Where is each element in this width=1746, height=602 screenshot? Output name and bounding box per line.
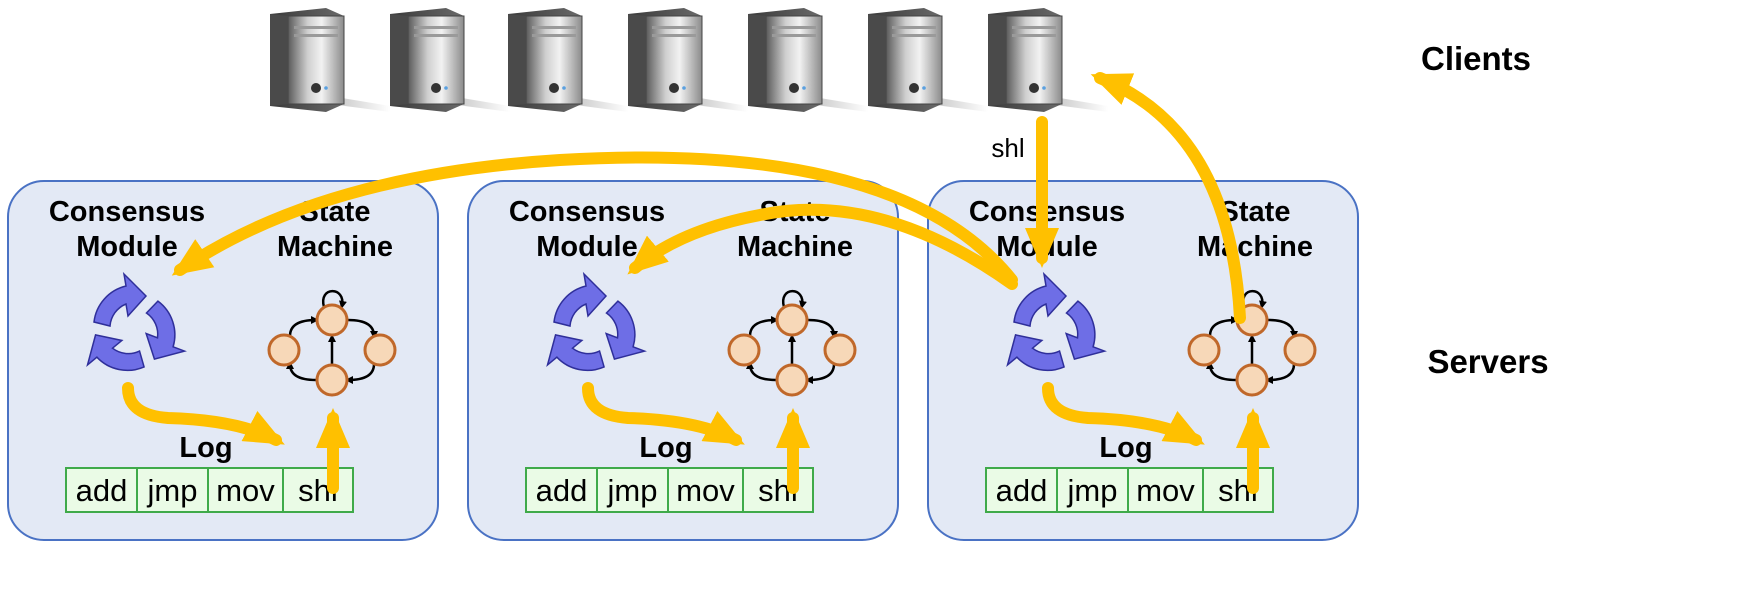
state-node bbox=[315, 303, 349, 337]
log-label: Log bbox=[639, 432, 692, 464]
log-entry-cell bbox=[1127, 467, 1204, 513]
clients-label: Clients bbox=[1421, 40, 1531, 77]
consensus-title-line1: Consensus bbox=[49, 196, 205, 228]
state-node bbox=[267, 333, 301, 367]
state-node bbox=[823, 333, 857, 367]
log-entry-cell bbox=[65, 467, 138, 513]
client-computer-icon bbox=[270, 8, 390, 112]
state-node bbox=[1283, 333, 1317, 367]
state-node bbox=[1187, 333, 1221, 367]
log-entry-text: mov bbox=[676, 473, 735, 508]
state-node bbox=[363, 333, 397, 367]
log-label: Log bbox=[1099, 432, 1152, 464]
consensus-module-icon bbox=[546, 271, 647, 372]
state-machine-graph bbox=[1187, 290, 1317, 397]
state-title-line1: State bbox=[1220, 196, 1291, 228]
client-computer-icon bbox=[508, 8, 628, 112]
state-node bbox=[775, 363, 809, 397]
clients-row bbox=[270, 8, 1108, 112]
log-entry-cell bbox=[667, 467, 744, 513]
consensus-title-line1: Consensus bbox=[509, 196, 665, 228]
log-entry-text: mov bbox=[216, 473, 275, 508]
consensus-title-line2: Module bbox=[76, 231, 178, 263]
state-machine-graph bbox=[727, 290, 857, 397]
consensus-to-log-arrow bbox=[582, 382, 745, 446]
consensus-to-log-arrow bbox=[122, 382, 285, 446]
client-computer-icon bbox=[988, 8, 1108, 112]
log-entry-cell bbox=[1056, 467, 1129, 513]
log-entry-text: jmp bbox=[147, 473, 198, 508]
reply-arrow bbox=[1090, 72, 1246, 324]
state-title-line2: Machine bbox=[277, 231, 393, 263]
log-entry-cell bbox=[207, 467, 284, 513]
request-label: shl bbox=[991, 133, 1024, 163]
servers-label: Servers bbox=[1427, 343, 1548, 380]
log-entry-text: add bbox=[996, 473, 1048, 508]
log-entry-cell bbox=[282, 467, 354, 513]
log-entry-text: mov bbox=[1136, 473, 1195, 508]
log-entry-cell bbox=[1202, 467, 1274, 513]
log-entry-text: add bbox=[536, 473, 588, 508]
log-entry-text: add bbox=[76, 473, 128, 508]
state-title-line2: Machine bbox=[1197, 231, 1313, 263]
state-node bbox=[315, 363, 349, 397]
client-computer-icon bbox=[628, 8, 748, 112]
state-node bbox=[775, 303, 809, 337]
consensus-module-icon bbox=[1006, 271, 1107, 372]
consensus-to-log-arrow bbox=[1042, 382, 1205, 446]
log-entry-text: jmp bbox=[1067, 473, 1118, 508]
state-node bbox=[727, 333, 761, 367]
log-entry-cell bbox=[525, 467, 598, 513]
state-title-line2: Machine bbox=[737, 231, 853, 263]
state-node bbox=[1235, 363, 1269, 397]
client-computer-icon bbox=[390, 8, 510, 112]
log-label: Log bbox=[179, 432, 232, 464]
state-machine-graph bbox=[267, 290, 397, 397]
log-entry-cell bbox=[742, 467, 814, 513]
replicate-to-server-1-arrow bbox=[171, 151, 1018, 286]
consensus-module-icon bbox=[86, 271, 187, 372]
client-computer-icon bbox=[748, 8, 868, 112]
replicate-to-server-2-arrow bbox=[627, 203, 1018, 290]
log-entry-text: jmp bbox=[607, 473, 658, 508]
arrows-layer bbox=[122, 72, 1270, 494]
log-entry-cell bbox=[985, 467, 1058, 513]
client-computer-icon bbox=[868, 8, 988, 112]
consensus-title-line2: Module bbox=[536, 231, 638, 263]
